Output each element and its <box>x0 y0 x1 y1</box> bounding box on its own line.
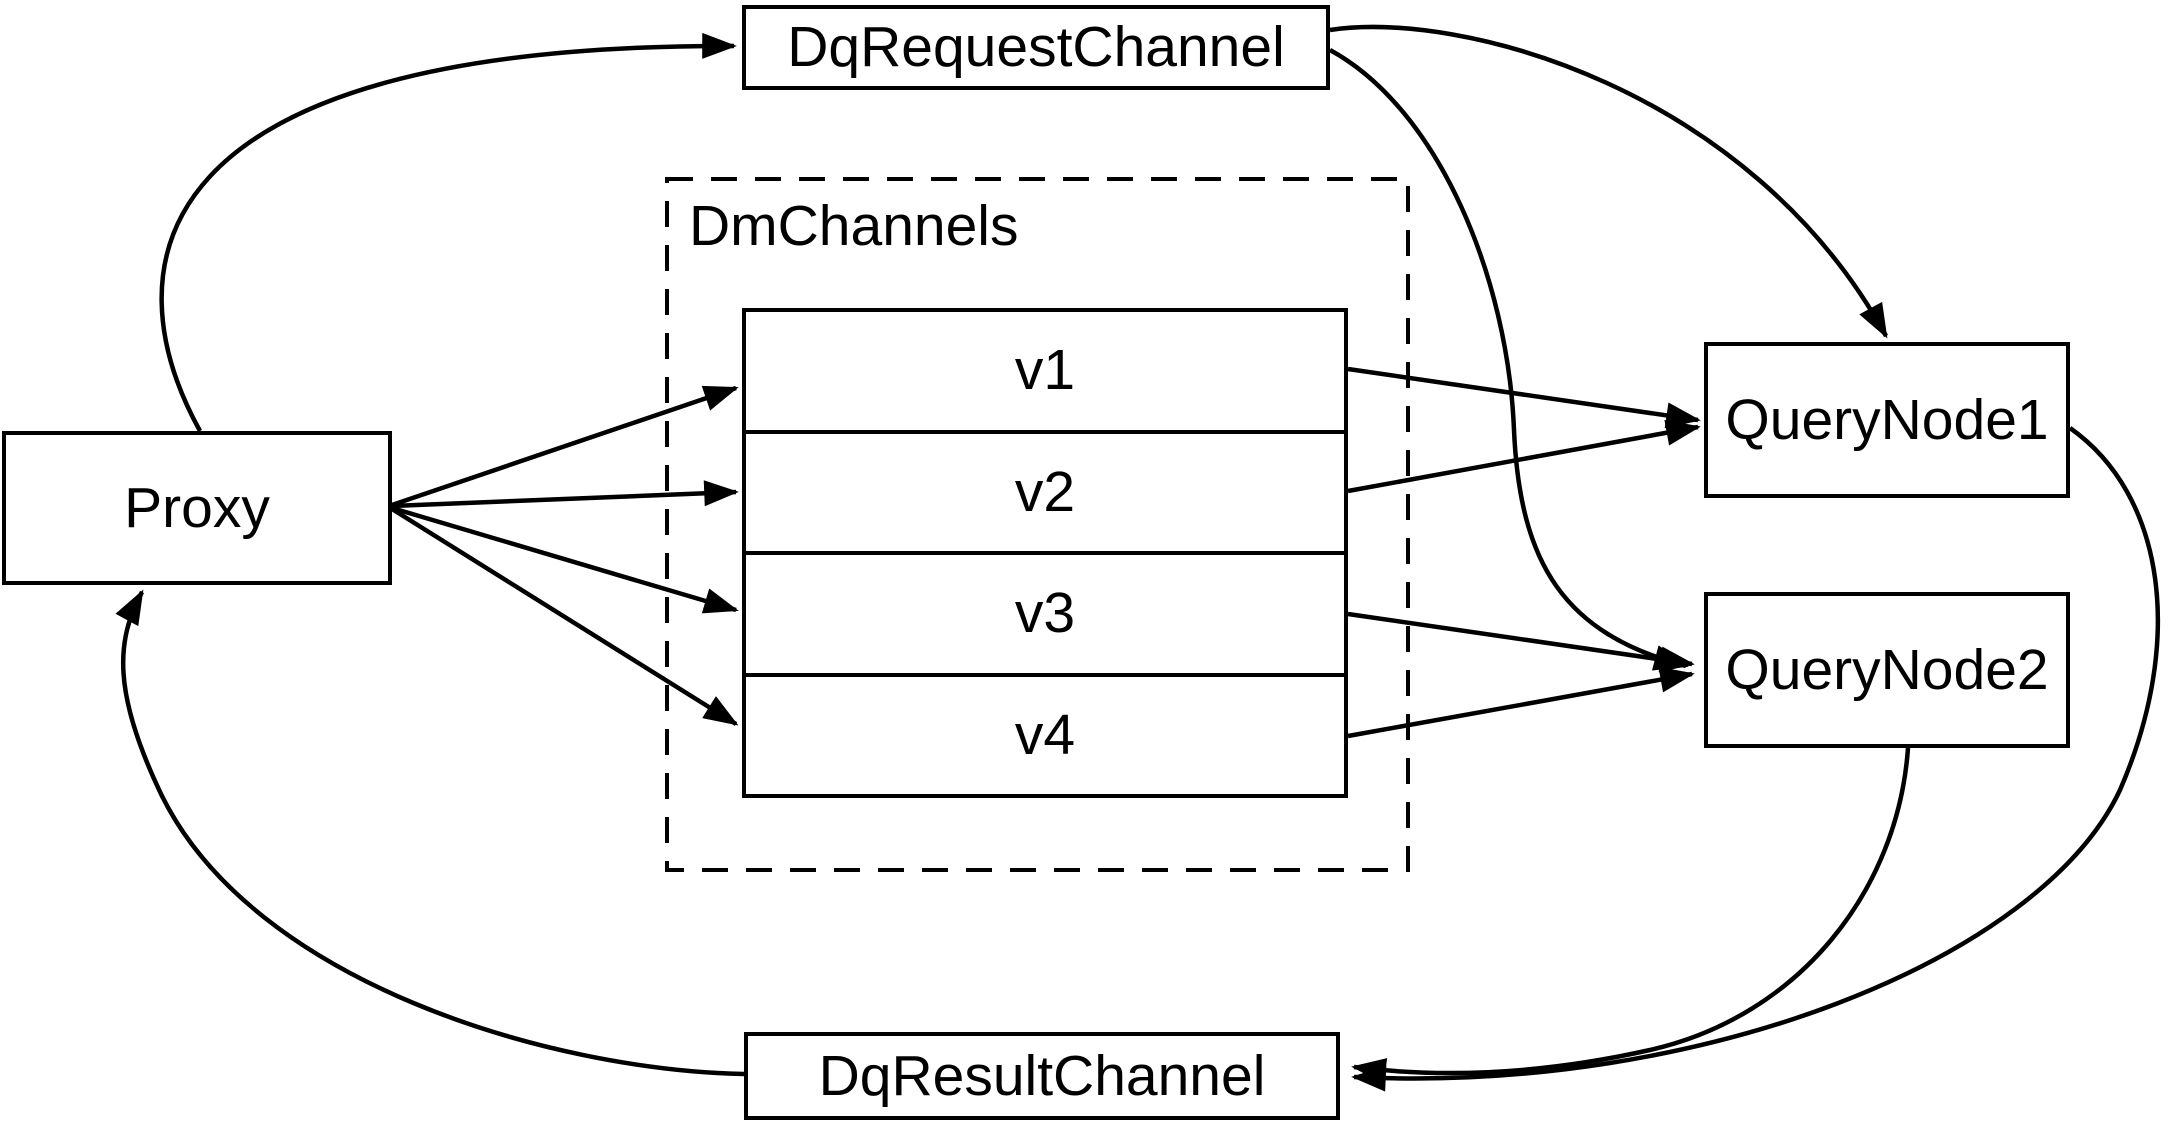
dm-channels-container-border <box>665 177 1410 872</box>
node-dq-result-channel: DqResultChannel <box>744 1032 1340 1120</box>
node-dq-request-channel-label: DqRequestChannel <box>787 15 1285 79</box>
channel-row-v2: v2 <box>746 429 1344 552</box>
edge-v1-to-query-node-1 <box>1347 366 1701 429</box>
channel-row-v3: v3 <box>746 551 1344 673</box>
edge-proxy-to-v4 <box>390 507 739 726</box>
node-proxy: Proxy <box>2 431 392 585</box>
edge-v2-to-query-node-1 <box>1347 419 1701 494</box>
node-dq-request-channel: DqRequestChannel <box>742 5 1330 90</box>
edge-proxy-to-v2 <box>391 480 739 509</box>
edge-proxy-to-dq-request-channel <box>159 32 737 433</box>
channel-row-v4: v4 <box>746 672 1344 795</box>
node-dq-result-channel-label: DqResultChannel <box>818 1043 1266 1108</box>
edge-v3-to-query-node-2 <box>1347 611 1695 673</box>
edge-dq-request-channel-to-query-node-1 <box>1329 24 1888 339</box>
edge-v4-to-query-node-2 <box>1347 666 1695 739</box>
dm-channels-container-label: DmChannels <box>689 194 1019 258</box>
edge-dq-result-channel-to-proxy <box>115 589 745 1077</box>
node-query-node-2-label: QueryNode2 <box>1725 637 2049 702</box>
edge-proxy-to-v1 <box>391 385 739 508</box>
node-query-node-1: QueryNode1 <box>1704 342 2070 498</box>
channel-row-v1: v1 <box>1014 338 1076 403</box>
edge-query-node-1-to-dq-result-channel <box>1351 426 2161 1092</box>
node-query-node-2: QueryNode2 <box>1704 592 2070 748</box>
node-proxy-label: Proxy <box>124 475 270 540</box>
node-query-node-1-label: QueryNode1 <box>1725 387 2049 452</box>
edge-query-node-2-to-dq-result-channel <box>1351 747 1911 1084</box>
edge-proxy-to-v3 <box>391 505 739 614</box>
dm-channels-stack: v1 v2 v3 v4 <box>742 308 1348 798</box>
edge-dq-request-channel-to-query-node-2 <box>1328 48 1689 671</box>
